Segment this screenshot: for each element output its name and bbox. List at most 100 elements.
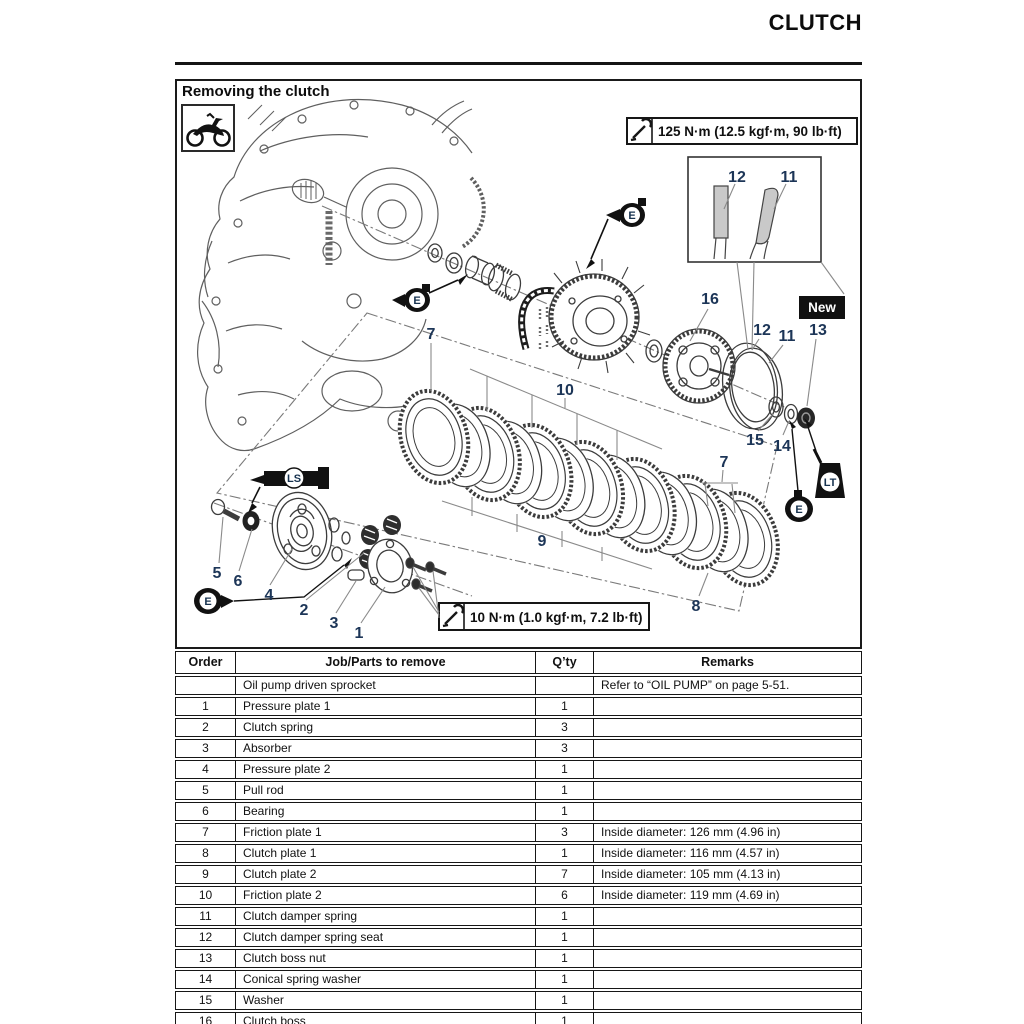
oil-icon-letter: E: [204, 596, 211, 608]
table-cell: Clutch plate 1: [235, 844, 535, 862]
torque-upper-label: 125 N·m (12.5 kgf·m, 90 lb·ft): [658, 124, 842, 139]
table-cell: [593, 928, 861, 946]
table-row: Oil pump driven sprocket Refer to “OIL PU…: [175, 675, 862, 695]
callout-6: 6: [234, 573, 243, 590]
oil-icon-letter: E: [628, 210, 635, 222]
callout-2: 2: [300, 602, 309, 619]
table-cell: 13: [198, 950, 213, 965]
table-cell: 1: [535, 949, 593, 967]
table-cell: 12: [198, 929, 213, 944]
table-header-cell: Order: [188, 655, 223, 669]
table-cell: 1: [202, 698, 209, 713]
table-cell: Friction plate 2: [235, 886, 535, 904]
table-cell: Inside diameter: 119 mm (4.69 in): [593, 886, 861, 904]
table-cell: 15: [198, 992, 213, 1007]
section-heading: Removing the clutch: [182, 83, 330, 100]
callout-11: 11: [781, 169, 798, 186]
table-cell: 3: [202, 740, 209, 755]
spacer-part: [464, 255, 496, 286]
table-cell: Clutch plate 2: [235, 865, 535, 883]
friction-plate: [397, 388, 471, 486]
table-cell: Refer to “OIL PUMP” on page 5-51.: [593, 676, 861, 694]
new-tag-label: New: [808, 300, 836, 315]
table-cell: Inside diameter: 116 mm (4.57 in): [593, 844, 861, 862]
oil-icon-top: E: [586, 198, 646, 269]
table-cell: [593, 760, 861, 778]
title-rule: [175, 62, 862, 65]
table-cell: Clutch boss: [235, 1012, 535, 1024]
callout-13: 13: [809, 322, 827, 339]
threadlock-icon-letter: LT: [824, 477, 837, 489]
table-cell: Pressure plate 1: [235, 697, 535, 715]
table-cell: [593, 1012, 861, 1024]
table-cell: [593, 970, 861, 988]
callout-4: 4: [265, 587, 274, 604]
table-cell: Washer: [235, 991, 535, 1009]
pressure-plate-2-part: [271, 491, 333, 571]
knurled-bushing: [487, 262, 522, 303]
table-header-cell: Remarks: [593, 652, 861, 673]
oil-icon-bottom-right: E: [785, 420, 813, 522]
table-header-cell: Job/Parts to remove: [235, 652, 535, 673]
table-cell: Oil pump driven sprocket: [235, 676, 535, 694]
motorcycle-icon: [186, 112, 231, 147]
table-cell: 16: [198, 1013, 213, 1024]
chain-segment: [518, 287, 555, 351]
oil-icon-bottom-left: E: [194, 558, 352, 614]
table-cell: Clutch boss nut: [235, 949, 535, 967]
threadlock-icon-lt: LT: [804, 418, 845, 498]
clutch-housing: [548, 259, 651, 374]
callout-14: 14: [773, 438, 791, 455]
torque-box-upper: 125 N·m (12.5 kgf·m, 90 lb·ft): [626, 117, 858, 145]
oil-icon-letter: E: [795, 504, 802, 516]
table-cell: 1: [535, 991, 593, 1009]
callout-11: 11: [779, 328, 796, 345]
table-cell: [593, 802, 861, 820]
table-cell: [535, 676, 593, 694]
orings-small: [328, 517, 351, 562]
table-cell: Absorber: [235, 739, 535, 757]
clutch-plate-stack: [397, 388, 780, 588]
callout-5: 5: [213, 565, 222, 582]
table-cell: 14: [198, 971, 213, 986]
engine-crankcase-art: [197, 98, 486, 452]
table-cell: Clutch damper spring seat: [235, 928, 535, 946]
group-parallelogram: [216, 312, 778, 612]
table-cell: 6: [202, 803, 209, 818]
table-cell: Inside diameter: 126 mm (4.96 in): [593, 823, 861, 841]
table-cell: 9: [202, 866, 209, 881]
exploded-diagram: 125 N·m (12.5 kgf·m, 90 lb·ft) 10 N·m (1…: [194, 98, 858, 642]
grease-icon-letter: LS: [287, 473, 301, 485]
table-cell: Clutch damper spring: [235, 907, 535, 925]
table-cell: Conical spring washer: [235, 970, 535, 988]
table-cell: 1: [535, 928, 593, 946]
table-cell: 1: [535, 844, 593, 862]
table-cell: 5: [202, 782, 209, 797]
table-cell: [593, 949, 861, 967]
callout-12: 12: [728, 169, 746, 186]
arrowhead: [248, 503, 257, 513]
grease-icon-ls: LS: [248, 467, 329, 513]
table-cell: 1: [535, 781, 593, 799]
table-cell: [593, 718, 861, 736]
arrowhead: [344, 558, 352, 569]
table-cell: [593, 697, 861, 715]
table-cell: [593, 907, 861, 925]
table-cell: Bearing: [235, 802, 535, 820]
damper-spring-ring: [721, 342, 784, 431]
table-cell: 7: [202, 824, 209, 839]
table-cell: Friction plate 1: [235, 823, 535, 841]
pull-rod-part: [210, 498, 241, 522]
